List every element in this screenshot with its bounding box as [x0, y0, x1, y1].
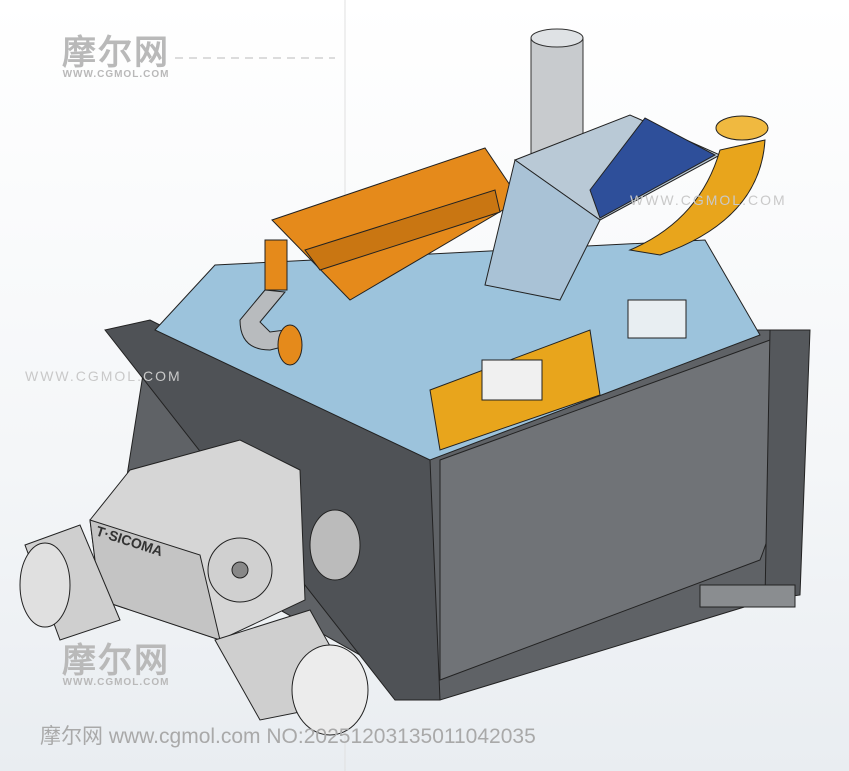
watermark-logo-cn: 摩尔网: [62, 34, 170, 72]
footer-site-url: www.cgmol.com: [108, 725, 261, 748]
gearbox: T·SICOMA: [89, 439, 306, 641]
watermark-logo-cn: 摩尔网: [62, 642, 170, 680]
footer-id-value: 20251203135011042035: [303, 725, 536, 748]
aggregate-hopper: [271, 147, 521, 301]
footer-id-label: NO:: [266, 725, 304, 748]
watermark-side-text: WWW.CGMOL.COM: [25, 368, 182, 384]
motor-right: [214, 609, 369, 736]
water-pipe: [239, 239, 303, 366]
motor-left: [19, 524, 121, 641]
watermark-logo: 摩尔网 WWW.CGMOL.COM: [62, 644, 170, 688]
footer-site-cn: 摩尔网: [40, 725, 103, 748]
watermark-logo-url: WWW.CGMOL.COM: [62, 69, 170, 80]
inlet-elbow: [628, 115, 769, 256]
cement-hopper: [484, 114, 722, 301]
watermark-logo: 摩尔网 WWW.CGMOL.COM: [62, 36, 170, 80]
footer-watermark: 摩尔网 www.cgmol.com NO:2025120313501104203…: [40, 720, 536, 750]
coupling: [207, 509, 361, 603]
watermark-side-text: WWW.CGMOL.COM: [630, 192, 787, 208]
watermark-logo-url: WWW.CGMOL.COM: [62, 677, 170, 688]
mixer-hood: [154, 239, 761, 461]
